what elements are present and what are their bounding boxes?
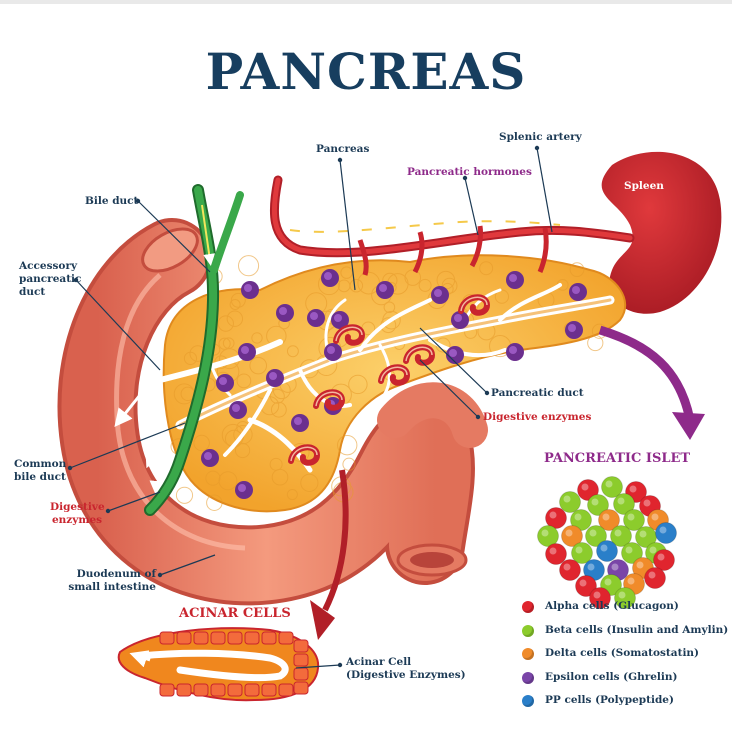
pancreatic-islet-cluster — [537, 476, 677, 609]
acinar-cell-drawing — [117, 627, 320, 702]
legend-item: Alpha cells (Glucagon) — [522, 600, 722, 624]
leader-lines — [69, 147, 553, 669]
duodenum — [57, 218, 488, 606]
legend-item: Beta cells (Insulin and Amylin) — [522, 624, 728, 648]
label-digestive-enzymes-right: Digestive enzymes — [483, 411, 592, 423]
label-duodenum: Duodenum of small intestine — [68, 568, 156, 593]
purple-cell-icon — [522, 671, 534, 684]
bile-duct-tube — [144, 184, 244, 516]
digestive-enzyme-clusters — [288, 294, 491, 466]
acinar-cell-units — [159, 631, 309, 697]
spleen — [601, 151, 722, 314]
acinar-arrow-head — [310, 600, 335, 640]
islet-arrow — [598, 325, 695, 421]
label-accessory-pancreatic-duct: Accessory pancreatic duct — [19, 260, 82, 298]
label-pancreas: Pancreas — [316, 143, 370, 155]
legend-label: Epsilon cells (Ghrelin) — [545, 670, 678, 683]
green-cell-icon — [522, 624, 534, 637]
label-bile-duct: Bile duct — [85, 195, 139, 207]
heading-pancreatic-islet: PANCREATIC ISLET — [544, 451, 691, 466]
label-digestive-enzymes-left: Digestive enzymes — [50, 501, 105, 526]
heading-acinar-cells: ACINAR CELLS — [179, 606, 291, 621]
legend-item: Delta cells (Somatostatin) — [522, 647, 722, 671]
islets-of-langerhans — [201, 269, 587, 499]
top-strip — [0, 0, 732, 4]
label-common-bile-duct: Common bile duct — [14, 458, 67, 483]
cell-type-legend: Alpha cells (Glucagon) Beta cells (Insul… — [522, 600, 728, 718]
label-acinar-cell: Acinar Cell (Digestive Enzymes) — [346, 656, 466, 681]
legend-label: PP cells (Polypeptide) — [545, 694, 674, 706]
splenic-artery — [269, 175, 635, 276]
red-cell-icon — [522, 601, 534, 613]
orange-cell-icon — [522, 648, 534, 660]
legend-item: Epsilon cells (Ghrelin) — [522, 671, 722, 695]
legend-label: Alpha cells (Glucagon) — [545, 600, 679, 612]
islet-arrow-head — [672, 412, 705, 440]
blue-cell-icon — [522, 695, 534, 707]
label-spleen: Spleen — [624, 180, 664, 192]
acinar-arrow — [322, 469, 349, 612]
legend-item: PP cells (Polypeptide) — [522, 694, 722, 718]
page-title: PANCREAS — [205, 42, 527, 101]
label-pancreatic-hormones: Pancreatic hormones — [407, 166, 532, 178]
label-pancreatic-duct: Pancreatic duct — [491, 387, 584, 399]
legend-label: Beta cells (Insulin and Amylin) — [545, 623, 729, 636]
label-splenic-artery: Splenic artery — [499, 131, 582, 143]
leader-dots — [67, 145, 540, 668]
legend-label: Delta cells (Somatostatin) — [545, 647, 700, 659]
